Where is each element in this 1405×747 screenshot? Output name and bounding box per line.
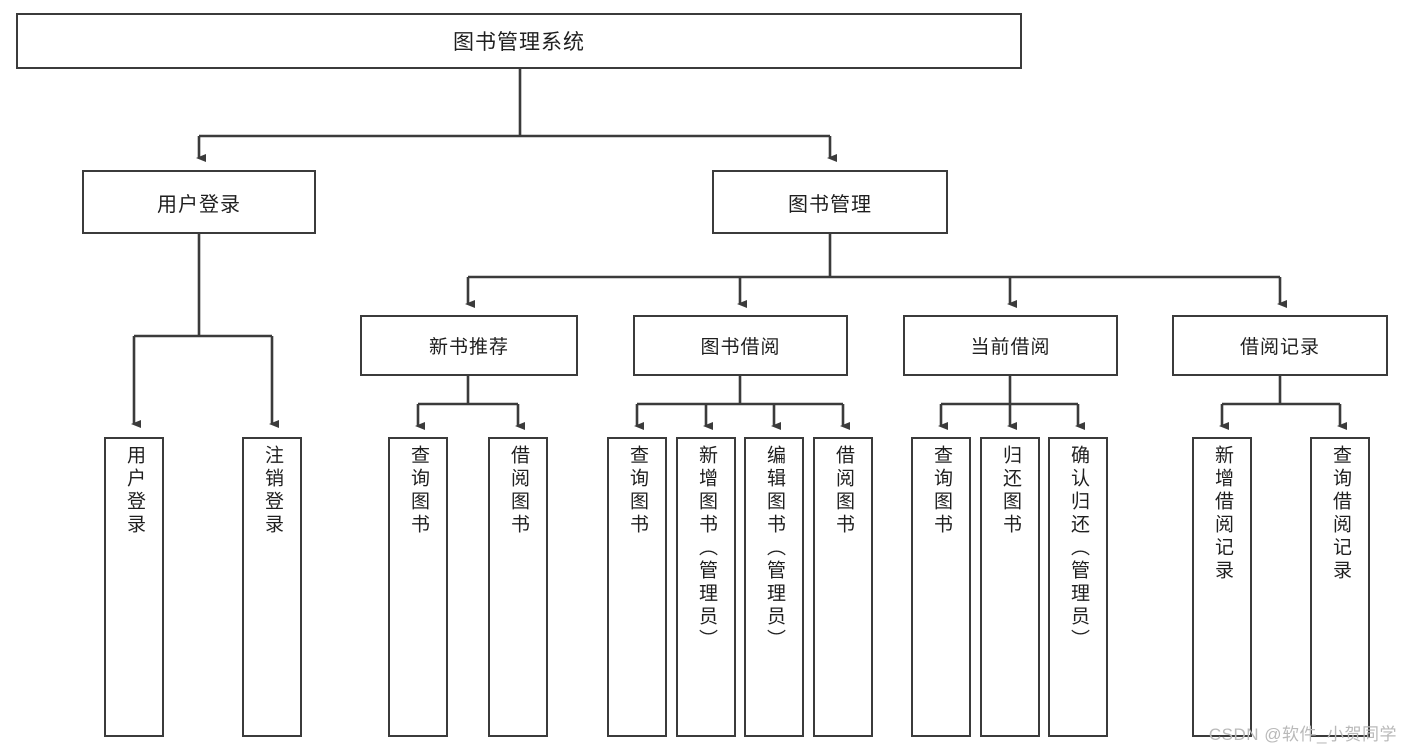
- watermark: CSDN @软件_小贺同学: [1208, 725, 1397, 744]
- leaf-record-query-record[interactable]: 查询借阅记录: [1310, 437, 1370, 737]
- node-root-label: 图书管理系统: [453, 31, 585, 54]
- node-book-management[interactable]: 图书管理: [712, 170, 948, 234]
- leaf-label: 新增图书（管理员）: [695, 445, 717, 652]
- node-book-borrow-label: 图书借阅: [700, 337, 781, 358]
- node-borrow-record-label: 借阅记录: [1239, 337, 1320, 358]
- leaf-label: 查询图书: [407, 445, 429, 537]
- leaf-label: 用户登录: [123, 445, 145, 537]
- node-book-borrow[interactable]: 图书借阅: [633, 315, 848, 376]
- leaf-borrow-borrow-book[interactable]: 借阅图书: [813, 437, 873, 737]
- leaf-label: 查询图书: [626, 445, 648, 537]
- leaf-label: 确认归还（管理员）: [1067, 445, 1089, 652]
- node-current-borrow[interactable]: 当前借阅: [903, 315, 1118, 376]
- leaf-label: 编辑图书（管理员）: [763, 445, 785, 652]
- leaf-label: 注销登录: [261, 445, 283, 537]
- leaf-borrow-add-book-admin[interactable]: 新增图书（管理员）: [676, 437, 736, 737]
- leaf-borrow-edit-book-admin[interactable]: 编辑图书（管理员）: [744, 437, 804, 737]
- leaf-label: 新增借阅记录: [1211, 445, 1233, 583]
- leaf-label: 查询图书: [930, 445, 952, 537]
- leaf-label: 查询借阅记录: [1329, 445, 1351, 583]
- leaf-current-return-book[interactable]: 归还图书: [980, 437, 1040, 737]
- leaf-label: 借阅图书: [832, 445, 854, 537]
- leaf-current-query-book[interactable]: 查询图书: [911, 437, 971, 737]
- node-user-login-label: 用户登录: [157, 193, 241, 216]
- leaf-label: 借阅图书: [507, 445, 529, 537]
- leaf-borrow-query-book[interactable]: 查询图书: [607, 437, 667, 737]
- leaf-user-login-signout[interactable]: 注销登录: [242, 437, 302, 737]
- node-new-book-recommend-label: 新书推荐: [428, 337, 509, 358]
- node-current-borrow-label: 当前借阅: [970, 337, 1051, 358]
- node-new-book-recommend[interactable]: 新书推荐: [360, 315, 578, 376]
- leaf-user-login-signin[interactable]: 用户登录: [104, 437, 164, 737]
- leaf-current-confirm-return-admin[interactable]: 确认归还（管理员）: [1048, 437, 1108, 737]
- node-borrow-record[interactable]: 借阅记录: [1172, 315, 1388, 376]
- leaf-recommend-query-book[interactable]: 查询图书: [388, 437, 448, 737]
- node-book-management-label: 图书管理: [788, 193, 872, 216]
- leaf-recommend-borrow-book[interactable]: 借阅图书: [488, 437, 548, 737]
- node-user-login[interactable]: 用户登录: [82, 170, 316, 234]
- node-root[interactable]: 图书管理系统: [16, 13, 1022, 69]
- leaf-label: 归还图书: [999, 445, 1021, 537]
- leaf-record-add-record[interactable]: 新增借阅记录: [1192, 437, 1252, 737]
